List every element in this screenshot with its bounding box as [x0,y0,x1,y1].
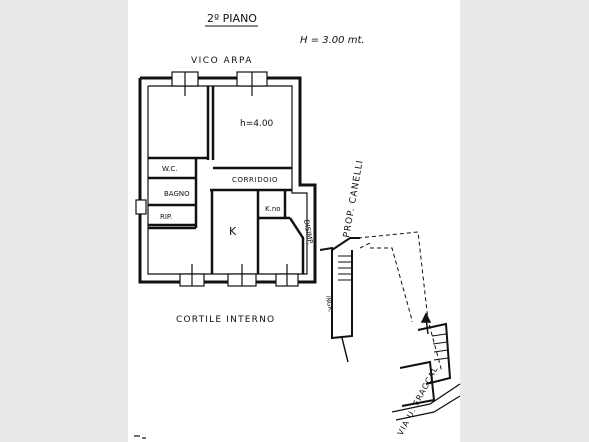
height-note: H = 3.00 mt. [300,35,365,46]
top-windows [171,71,268,96]
outer-walls [138,76,317,284]
stair-block [319,237,360,363]
label-wc: W.C. [162,165,177,173]
label-storage: RIP. [160,213,172,221]
label-large-room-height: h=4.00 [240,119,274,129]
street-vico-arpa: VICO ARPA [191,56,253,66]
lower-right-building [391,322,461,421]
plan-title: 2º PIANO [207,12,257,25]
label-kitchenette: K.no [265,205,281,213]
entry-arrow [420,312,432,335]
left-door [135,199,147,215]
corner-mark [134,435,146,439]
label-entrance: INGR. [324,295,334,313]
label-bath: BAGNO [164,190,190,198]
interior-walls [148,86,305,274]
passage-outline [357,231,443,373]
label-prop-canelli: PROP. CANELLI [342,159,366,239]
label-kitchen: K [229,225,237,238]
label-courtyard: CORTILE INTERNO [176,315,275,325]
bottom-windows [179,264,299,287]
label-corridor: CORRIDOIO [232,176,278,184]
